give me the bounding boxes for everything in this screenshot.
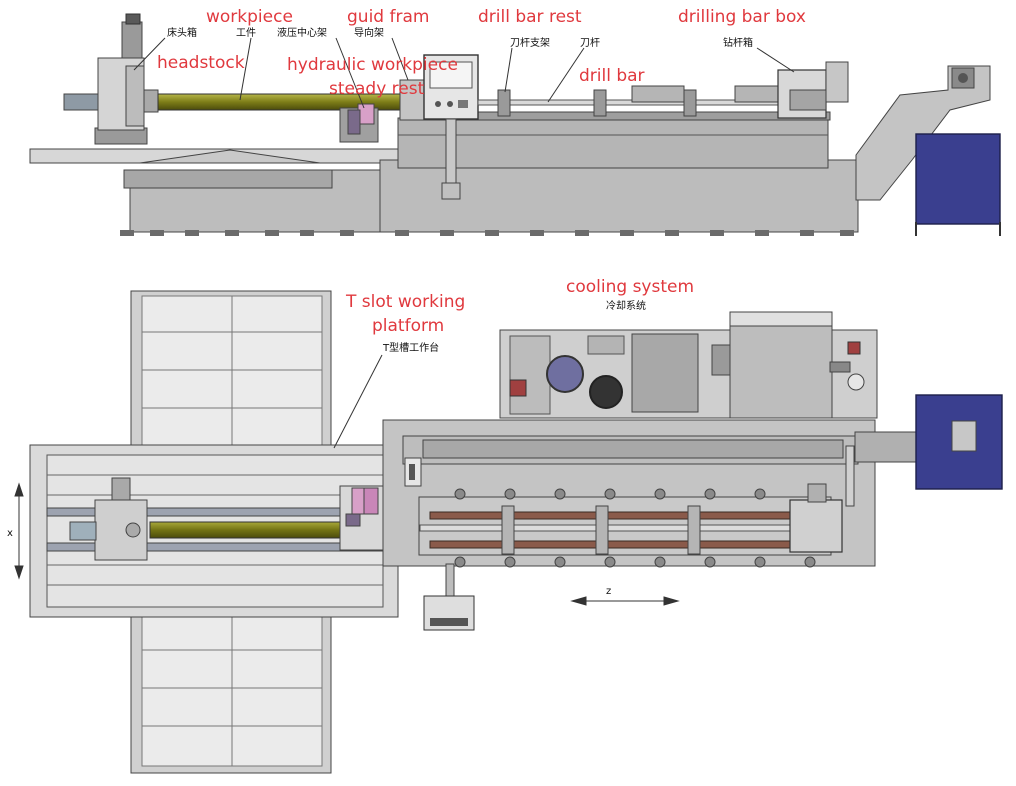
side-motor — [63, 93, 99, 111]
label-cooling-cn: 冷却系统 — [606, 299, 646, 312]
guide-frame — [399, 79, 427, 121]
side-view — [29, 13, 1001, 236]
chip-bin-side — [915, 133, 1001, 225]
label-cooling-en: cooling system — [566, 277, 694, 297]
label-hydraulic-cn: 液压中心架 — [277, 26, 327, 39]
control-panel-pole — [445, 118, 457, 186]
label-guide-frame-en: guid fram — [347, 7, 429, 27]
label-hydraulic-en-1: hydraulic workpiece — [287, 55, 458, 75]
top-bar-rests — [501, 505, 701, 555]
label-workpiece-en: workpiece — [206, 7, 293, 27]
top-view — [14, 290, 1003, 774]
headstock-motor — [121, 21, 143, 59]
drill-bar-rests — [497, 89, 697, 117]
axis-z-arrow — [570, 596, 680, 606]
label-drilling-bar-box-en: drilling bar box — [678, 7, 806, 27]
label-drilling-bar-box-cn: 钻杆箱 — [723, 36, 753, 49]
side-mid-block — [631, 85, 685, 103]
drill-bar — [477, 99, 779, 106]
side-labels: workpiece guid fram drill bar rest drill… — [157, 7, 806, 99]
label-tslot-cn: T型槽工作台 — [382, 341, 439, 354]
side-mid-block2 — [734, 85, 782, 103]
label-drill-bar-rest-en: drill bar rest — [478, 7, 582, 27]
side-bed-body — [397, 117, 829, 169]
drilling-bar-box-top — [789, 499, 843, 553]
label-drill-bar-cn: 刀杆 — [580, 37, 600, 49]
top-labels: T slot working platform T型槽工作台 cooling s… — [7, 277, 694, 597]
axis-x-arrow — [14, 482, 24, 580]
label-axis-x: x — [7, 528, 13, 539]
label-headstock-en: headstock — [157, 53, 245, 73]
side-leaders — [133, 37, 795, 109]
cooling-filter — [589, 375, 623, 409]
headstock-face — [125, 65, 145, 127]
tslot-plates — [141, 295, 323, 767]
label-headstock-cn: 床头箱 — [167, 26, 197, 39]
label-drill-bar-rest-cn: 刀杆支架 — [510, 37, 550, 49]
headstock-motor-top — [125, 13, 141, 25]
label-tslot-en-1: T slot working — [345, 292, 465, 312]
label-tslot-en-2: platform — [372, 316, 444, 336]
label-guide-cn: 导向架 — [354, 26, 384, 39]
label-workpiece-cn: 工件 — [236, 27, 256, 39]
top-wheels — [454, 488, 816, 568]
cooling-tank — [631, 333, 699, 413]
cooling-motor-block — [729, 311, 833, 419]
label-drill-bar-en: drill bar — [579, 66, 645, 86]
tslot-leader — [333, 354, 383, 449]
top-right-rails — [419, 511, 831, 549]
side-bed-left-top — [123, 169, 333, 189]
spindle-nose — [143, 89, 159, 113]
chip-conveyor — [855, 65, 991, 201]
side-platform-wedge — [139, 149, 321, 164]
label-axis-z: z — [606, 586, 611, 597]
cooling-pump — [546, 355, 584, 393]
tslot-lines — [47, 474, 383, 586]
side-feet — [120, 230, 854, 236]
label-hydraulic-en-2: steady rest — [329, 79, 425, 99]
steady-rest-dark — [347, 109, 361, 135]
